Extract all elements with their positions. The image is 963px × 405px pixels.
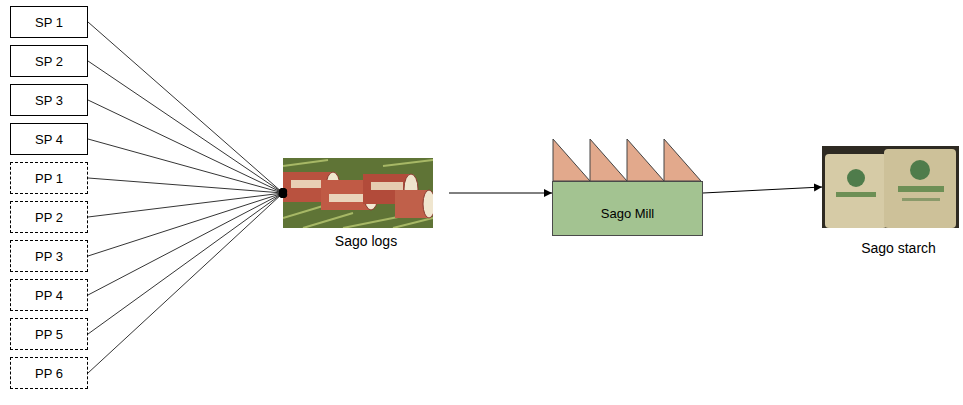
potential-supplier-box: PP 5 [10, 318, 88, 350]
sago-logs-picture [283, 158, 433, 228]
photo-ground [283, 158, 433, 228]
supply-line [88, 193, 283, 256]
roof-tooth [553, 139, 590, 181]
node-label: Sago logs [283, 233, 449, 249]
potential-supplier-box: PP 1 [10, 162, 88, 194]
leaf [283, 160, 328, 166]
supplier-box: SP 1 [10, 6, 88, 38]
potential-supplier-box: PP 2 [10, 201, 88, 233]
supply-line [88, 193, 283, 295]
leaf [383, 160, 433, 166]
node-label: Sago Mill [601, 206, 654, 221]
supplier-box: SP 4 [10, 123, 88, 155]
sack-logo [847, 169, 865, 187]
roof-tooth [664, 139, 701, 181]
node-label: PP 2 [35, 210, 63, 225]
leaf [343, 216, 403, 228]
supply-line [88, 61, 283, 193]
supply-line [88, 193, 283, 373]
supply-line [88, 193, 283, 217]
log-patch [371, 182, 403, 190]
sack-print [898, 186, 944, 192]
node-label: PP 1 [35, 171, 63, 186]
node-label: PP 4 [35, 288, 63, 303]
potential-supplier-box: PP 6 [10, 357, 88, 389]
sack-logo [910, 160, 930, 180]
sack-print [836, 192, 876, 197]
supplier-box: SP 3 [10, 84, 88, 116]
sago-starch-node: Sago starch [822, 146, 963, 258]
node-label: SP 1 [35, 15, 63, 30]
supplier-box: SP 2 [10, 45, 88, 77]
log [395, 190, 433, 218]
leaf [303, 213, 353, 228]
leaves [283, 160, 433, 228]
sack [825, 154, 887, 228]
photo-ground [822, 146, 959, 228]
log-patch [291, 180, 325, 188]
roof-tooth [627, 139, 664, 181]
node-label: PP 6 [35, 366, 63, 381]
sago-starch-picture [822, 146, 959, 228]
node-label: SP 4 [35, 132, 63, 147]
node-label: SP 2 [35, 54, 63, 69]
node-label: Sago starch [822, 240, 963, 256]
factory-roof [553, 139, 701, 181]
roof-tooth [590, 139, 627, 181]
log-end [423, 190, 433, 218]
flow-arrow [703, 187, 822, 193]
flow-arrow [449, 193, 552, 194]
supply-line [88, 22, 283, 193]
sack-print [902, 198, 940, 201]
potential-supplier-box: PP 4 [10, 279, 88, 311]
supply-line [88, 139, 283, 193]
supply-line [88, 178, 283, 193]
mill-box: Sago Mill [552, 181, 703, 236]
sago-logs-node: Sago logs [283, 158, 449, 254]
potential-supplier-box: PP 3 [10, 240, 88, 272]
sack [884, 149, 956, 228]
node-label: PP 3 [35, 249, 63, 264]
supply-line [88, 193, 283, 334]
supply-line [88, 100, 283, 193]
leaf [393, 218, 433, 228]
node-label: PP 5 [35, 327, 63, 342]
leaf [283, 206, 323, 218]
node-label: SP 3 [35, 93, 63, 108]
log-patch [329, 194, 363, 202]
